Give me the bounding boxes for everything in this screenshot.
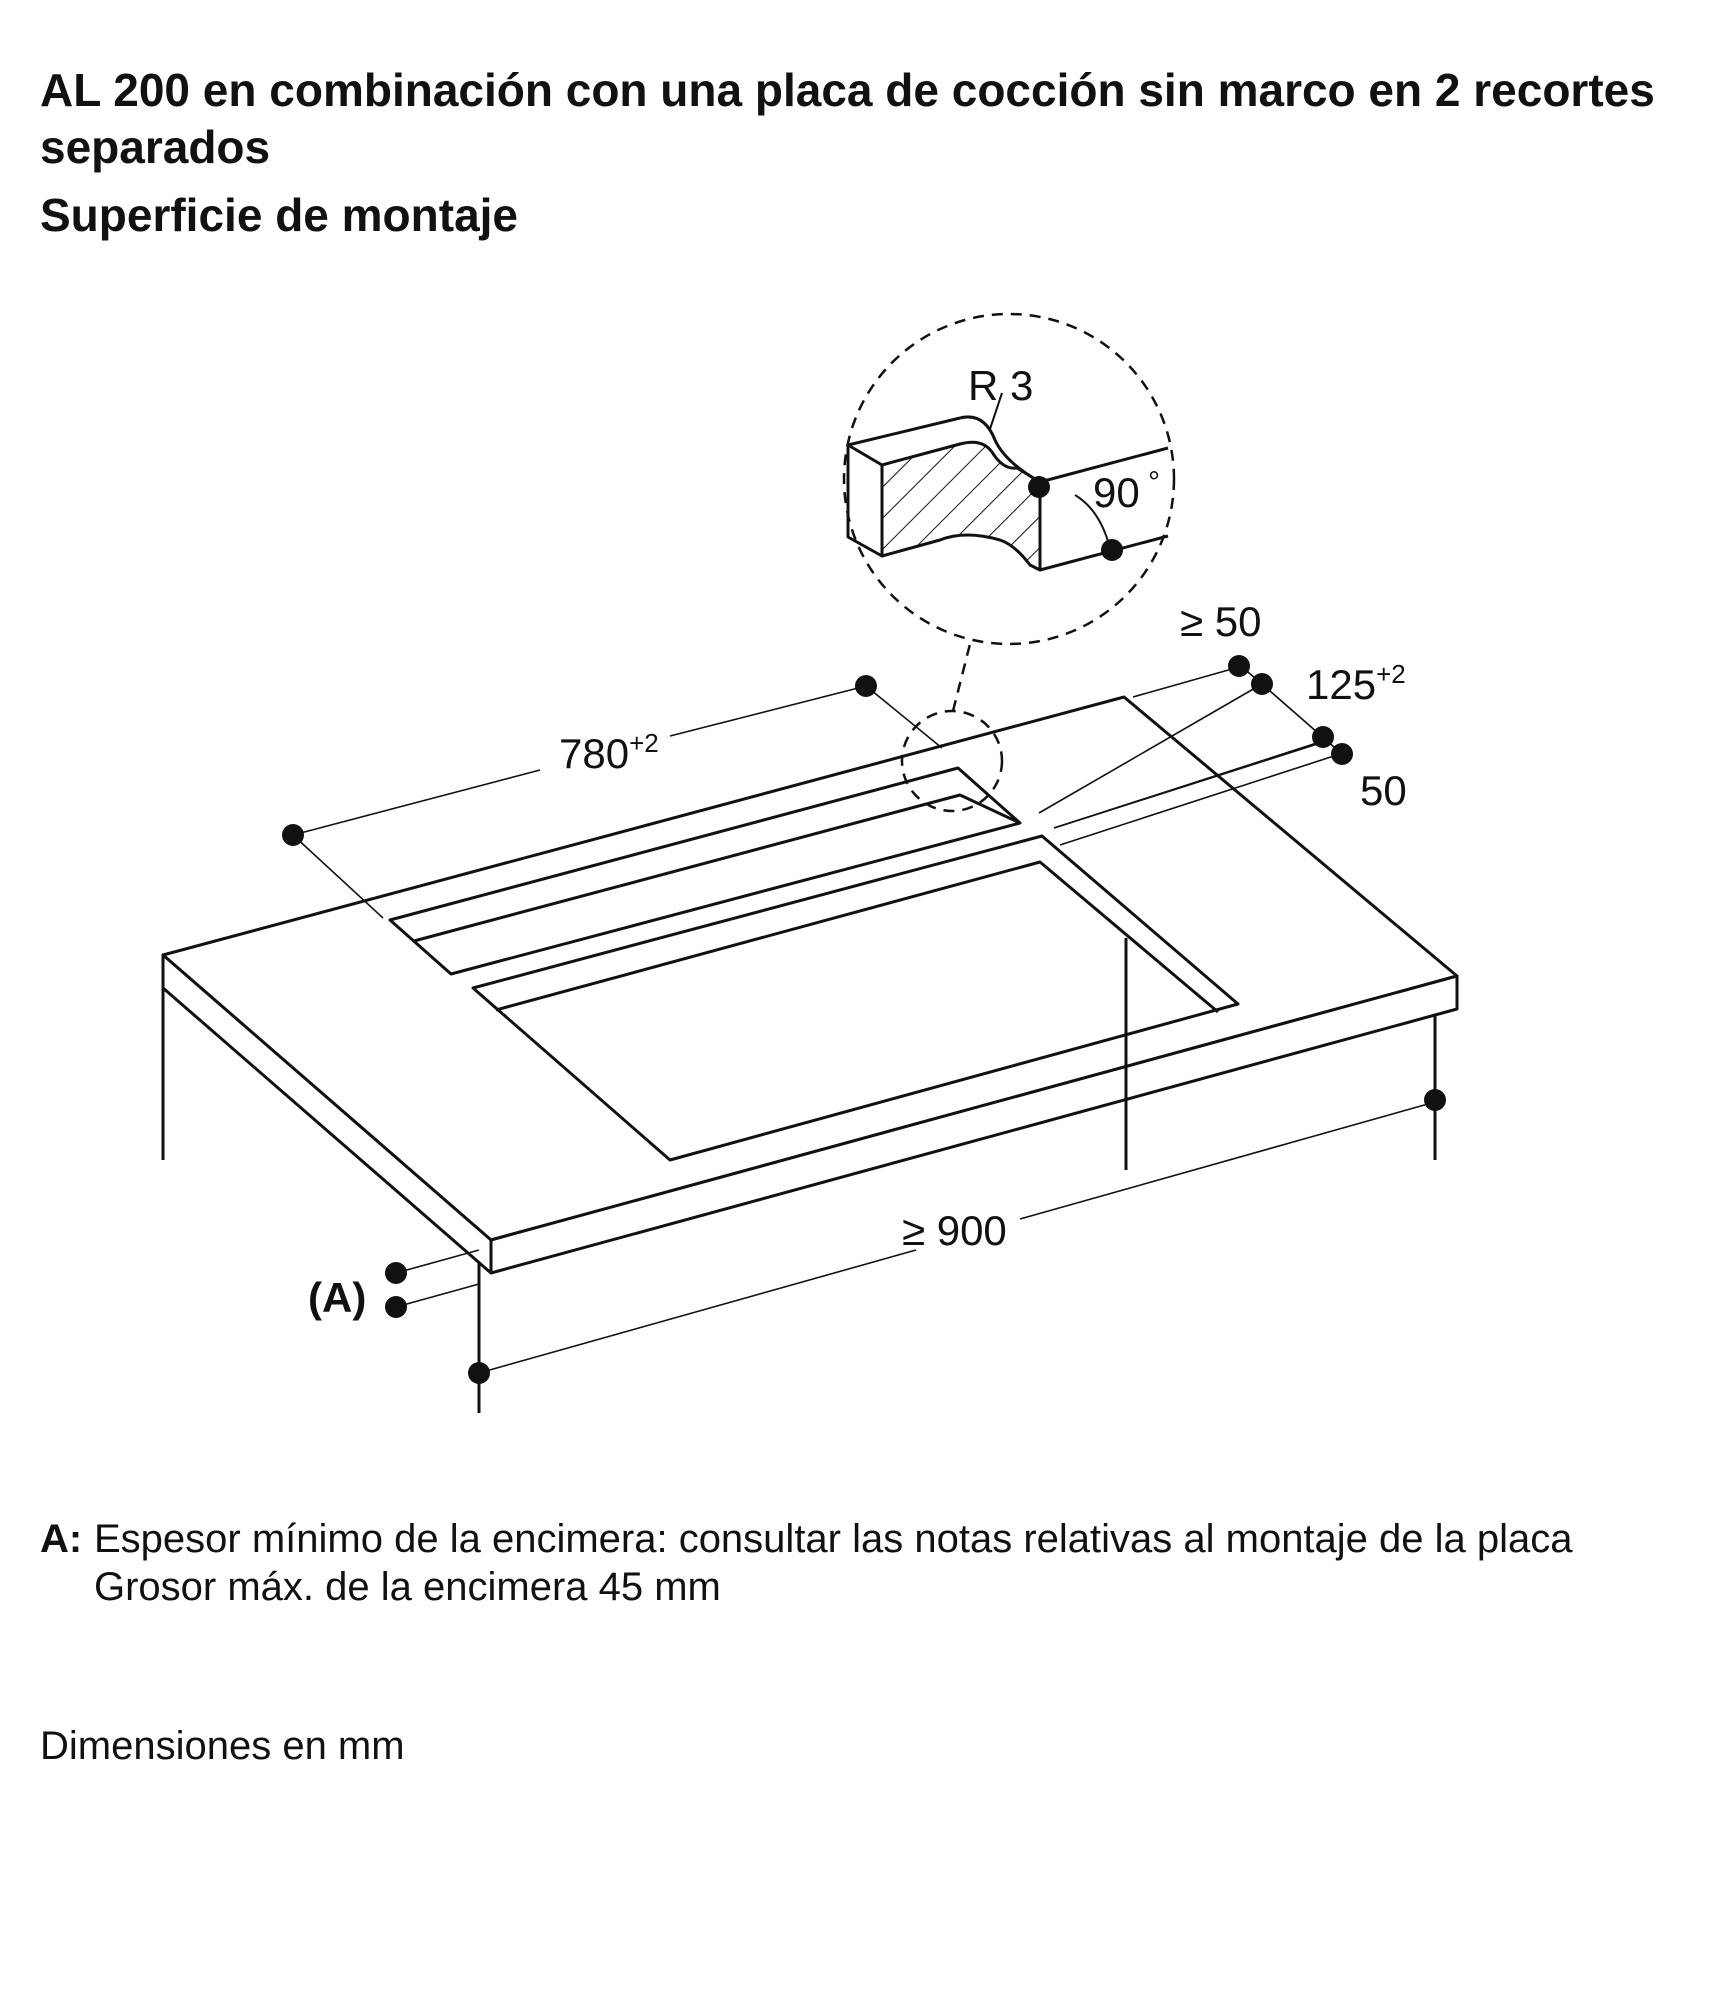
section-outline	[846, 443, 884, 558]
label-dim-780: 780+2	[559, 728, 659, 777]
label-detail-angle-unit: °	[1148, 466, 1160, 499]
dim-dot	[1251, 673, 1273, 695]
dim-dot	[1331, 743, 1353, 765]
section-hatched	[880, 440, 1042, 572]
dim-dot	[385, 1262, 407, 1284]
detail-circle-large	[842, 312, 1176, 646]
section-right	[1039, 446, 1169, 484]
label-detail-angle: 90	[1093, 469, 1140, 516]
detail-leader	[951, 643, 972, 712]
section-chamfer	[959, 415, 1041, 484]
label-dim-125: 125+2	[1306, 659, 1406, 708]
legend-text: Espesor mínimo de la encimera: consultar…	[94, 1515, 1680, 1611]
detail-callout	[842, 312, 1176, 813]
label-dim-900: ≥ 900	[902, 1207, 1007, 1254]
dim-dot	[1228, 655, 1250, 677]
label-dim-50: 50	[1360, 767, 1407, 814]
dim-dot	[1424, 1089, 1446, 1111]
legend: A: Espesor mínimo de la encimera: consul…	[40, 1515, 1680, 1611]
narrow-cutout	[388, 766, 1022, 976]
dimension-dots	[282, 655, 1446, 1384]
countertop	[161, 695, 1459, 1413]
cooktop-cutout	[471, 834, 1240, 1162]
legend-item-a: A: Espesor mínimo de la encimera: consul…	[40, 1515, 1680, 1611]
legend-line-1: Espesor mínimo de la encimera: consultar…	[94, 1517, 1573, 1561]
dimension-lines	[292, 666, 1436, 1374]
detail-circle-small	[900, 709, 1004, 813]
detail-section	[846, 392, 1169, 572]
dim-dot	[468, 1362, 490, 1384]
page-title: AL 200 en combinación con una placa de c…	[40, 64, 1655, 173]
dim-dot	[282, 824, 304, 846]
dim-dot	[855, 675, 877, 697]
label-callout-a: (A)	[308, 1274, 366, 1321]
label-detail-radius: R 3	[968, 362, 1033, 409]
r3-leader	[989, 392, 1003, 430]
dim-dot	[1312, 726, 1334, 748]
legend-line-2: Grosor máx. de la encimera 45 mm	[94, 1565, 721, 1609]
section-top-surface	[847, 416, 961, 447]
units-note: Dimensiones en mm	[40, 1724, 405, 1768]
dim-dot	[385, 1296, 407, 1318]
page-subtitle: Superficie de montaje	[40, 189, 519, 241]
countertop-side-edge	[161, 953, 493, 1275]
legend-key: A:	[40, 1517, 83, 1561]
label-dim-min50: ≥ 50	[1180, 598, 1261, 645]
